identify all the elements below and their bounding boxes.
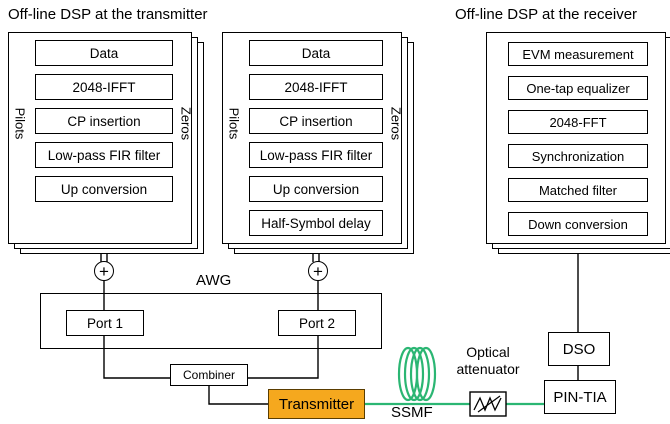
rx-equalizer-block: One-tap equalizer [508, 76, 648, 100]
rx-evm-block: EVM measurement [508, 42, 648, 66]
tx1-ifft-block: 2048-IFFT [35, 74, 173, 100]
tx2-fir-filter-block: Low-pass FIR filter [249, 142, 383, 168]
awg-port-1: Port 1 [66, 310, 144, 336]
fiber-spool-icon [397, 346, 437, 402]
awg-port-2: Port 2 [278, 310, 356, 336]
rx-down-conversion-block: Down conversion [508, 212, 648, 236]
tx1-fir-filter-block: Low-pass FIR filter [35, 142, 173, 168]
awg-box [40, 293, 382, 349]
tx2-zeros-label: Zeros [388, 106, 404, 141]
tx1-stack-front [8, 32, 192, 244]
pin-tia-block: PIN-TIA [544, 380, 616, 414]
tx1-pilots-label: Pilots [12, 107, 28, 140]
awg-label: AWG [196, 272, 232, 289]
tx2-half-symbol-delay-block: Half-Symbol delay [249, 210, 383, 236]
attenuator-label: Optical attenuator [456, 344, 520, 377]
tx1-zeros-label: Zeros [178, 106, 194, 141]
tx2-data-block: Data [249, 40, 383, 66]
attenuator-icon [469, 391, 507, 417]
rx-sync-block: Synchronization [508, 144, 648, 168]
combiner-block: Combiner [170, 364, 248, 386]
tx2-cp-insertion-block: CP insertion [249, 108, 383, 134]
tx1-data-block: Data [35, 40, 173, 66]
rx-stack-front [486, 32, 666, 244]
transmitter-block: Transmitter [268, 389, 365, 419]
tx1-up-conversion-block: Up conversion [35, 176, 173, 202]
adder-2-icon: + [308, 261, 328, 281]
tx2-ifft-block: 2048-IFFT [249, 74, 383, 100]
dso-block: DSO [548, 332, 610, 366]
tx2-up-conversion-block: Up conversion [249, 176, 383, 202]
rx-title: Off-line DSP at the receiver [455, 6, 638, 23]
adder-1-icon: + [94, 261, 114, 281]
tx2-pilots-label: Pilots [226, 107, 242, 140]
ssmf-label: SSMF [391, 404, 433, 421]
tx1-cp-insertion-block: CP insertion [35, 108, 173, 134]
rx-fft-block: 2048-FFT [508, 110, 648, 134]
tx2-stack-front [222, 32, 402, 244]
tx-title: Off-line DSP at the transmitter [8, 6, 208, 23]
rx-matched-filter-block: Matched filter [508, 178, 648, 202]
